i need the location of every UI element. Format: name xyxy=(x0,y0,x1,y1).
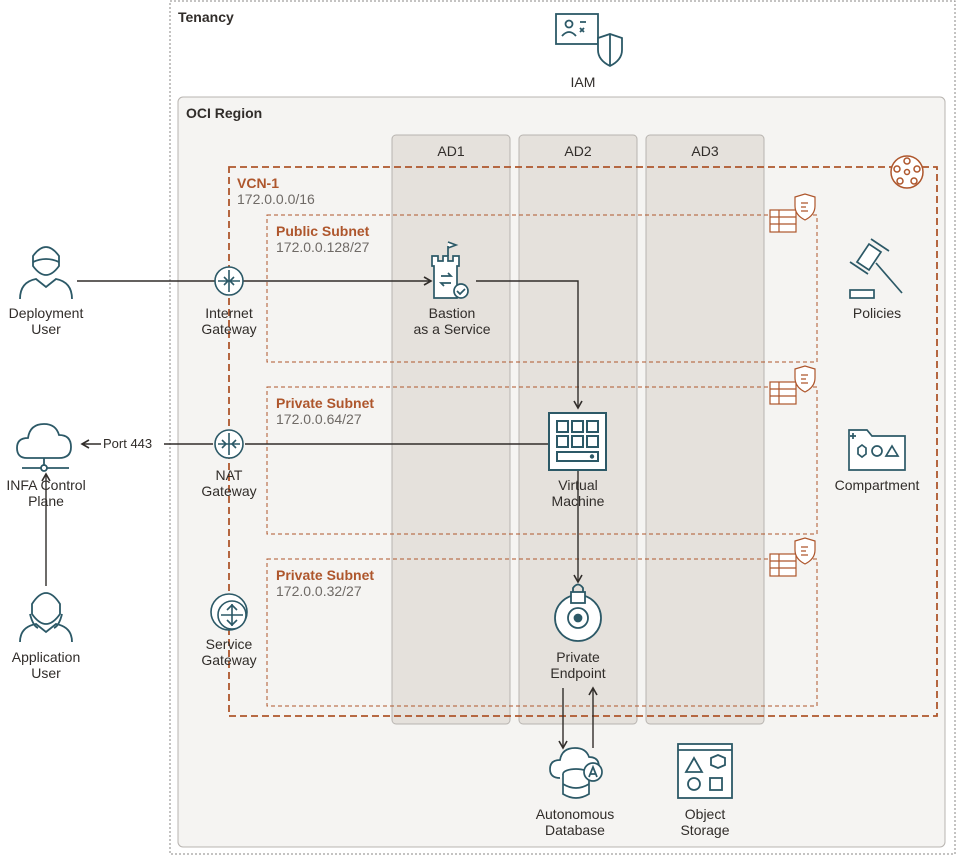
private-subnet-2-label: Private Subnet xyxy=(276,567,375,583)
private-subnet-1-label: Private Subnet xyxy=(276,395,375,411)
connection-lines xyxy=(41,276,598,750)
private-subnet-1-boundary xyxy=(266,386,818,535)
private-subnet-2-cidr: 172.0.0.32/27 xyxy=(276,583,362,599)
ad1-column xyxy=(391,134,511,725)
nat-gateway-icon xyxy=(214,429,244,459)
iam-label: IAM xyxy=(570,74,596,90)
private-subnet-1-cidr: 172.0.0.64/27 xyxy=(276,411,362,427)
gavel-icon xyxy=(849,238,903,299)
person-icon xyxy=(19,246,73,300)
object-storage-icon xyxy=(677,743,733,799)
tenancy-label: Tenancy xyxy=(178,9,234,25)
public-subnet-boundary xyxy=(266,214,818,363)
service-gateway-icon xyxy=(210,593,248,631)
folder-icon xyxy=(848,429,906,471)
vcn-label: VCN-1 xyxy=(237,175,280,191)
internet-gateway-icon xyxy=(214,266,244,296)
private-subnet-2-boundary xyxy=(266,558,818,707)
cloud-icon xyxy=(16,423,72,472)
ad1-label: AD1 xyxy=(437,143,465,159)
public-subnet-label: Public Subnet xyxy=(276,223,370,239)
vcn-cidr: 172.0.0.0/16 xyxy=(237,191,315,207)
bastion-icon xyxy=(431,241,469,299)
bastion-to-vm-line xyxy=(476,280,583,410)
region-label: OCI Region xyxy=(186,105,263,121)
security-list-icon xyxy=(769,537,816,577)
security-list-icon xyxy=(769,193,816,233)
security-list-icon xyxy=(769,365,816,405)
private-endpoint-icon xyxy=(554,583,602,642)
port-label: Port 443 xyxy=(101,436,155,452)
autonomous-db-icon xyxy=(549,747,603,799)
vcn-icon xyxy=(890,155,924,189)
vm-icon xyxy=(548,412,607,471)
ad2-label: AD2 xyxy=(564,143,592,159)
person-icon xyxy=(19,592,73,643)
compartment-label: Compartment xyxy=(834,477,920,493)
ad3-label: AD3 xyxy=(691,143,719,159)
ad3-column xyxy=(645,134,765,725)
policies-label: Policies xyxy=(852,305,902,321)
iam-icon xyxy=(555,13,623,68)
public-subnet-cidr: 172.0.0.128/27 xyxy=(276,239,370,255)
